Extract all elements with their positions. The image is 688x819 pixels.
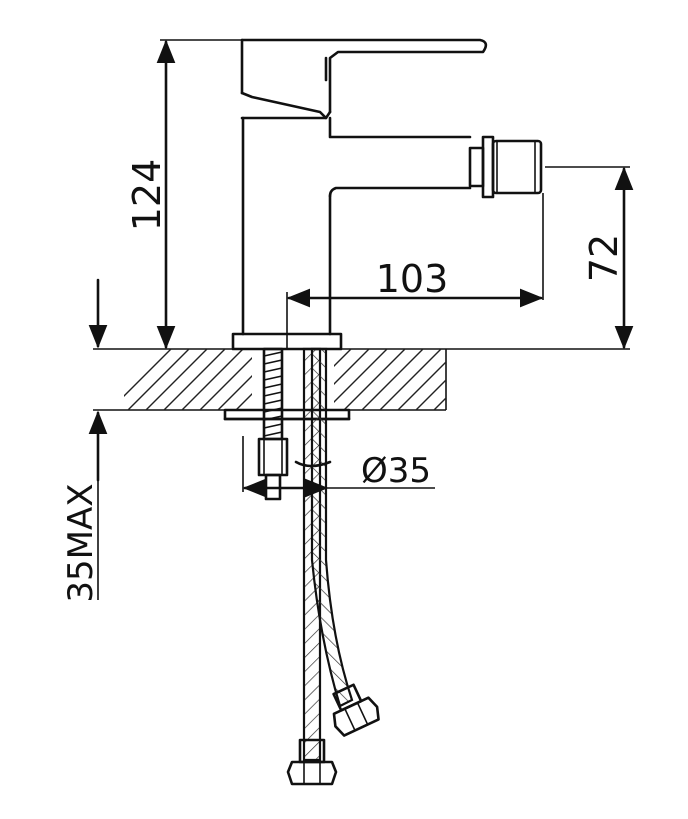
dimension-height-124: 124 bbox=[125, 39, 242, 350]
dimension-deck-35max: 35MAX bbox=[61, 278, 108, 603]
dim-label-diameter: Ø35 bbox=[361, 451, 431, 491]
spout-nozzle bbox=[468, 135, 543, 199]
dim-label-124: 124 bbox=[125, 159, 169, 232]
dimension-diameter-35: Ø35 bbox=[242, 436, 435, 498]
countertop-section bbox=[93, 347, 630, 413]
dim-label-103: 103 bbox=[376, 257, 449, 301]
dimension-reach-103: 103 bbox=[286, 193, 544, 349]
faucet-body bbox=[231, 38, 488, 351]
dim-label-35max: 35MAX bbox=[61, 483, 101, 602]
dimension-spout-height-72: 72 bbox=[545, 166, 634, 350]
stud-threads bbox=[263, 351, 283, 437]
hose-right bbox=[294, 347, 380, 737]
mounting-hardware bbox=[223, 347, 351, 501]
dim-label-72: 72 bbox=[582, 234, 626, 282]
